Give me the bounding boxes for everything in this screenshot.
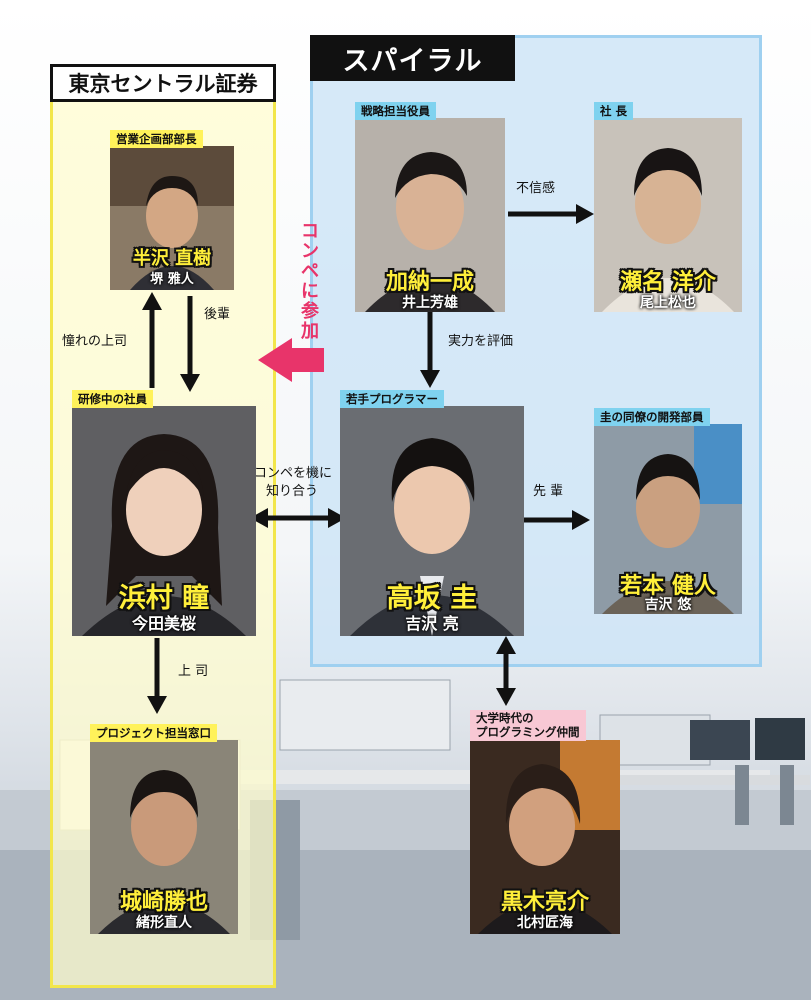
actor-name-takasaka: 吉沢 亮 bbox=[405, 614, 459, 633]
actor-name-sena: 尾上松也 bbox=[640, 295, 696, 311]
portrait-kuroki bbox=[470, 740, 620, 934]
portrait-shirosaki bbox=[90, 740, 238, 934]
portrait-hamamura bbox=[72, 406, 256, 636]
actor-name-kuroki: 北村匠海 bbox=[517, 915, 573, 931]
actor-name-shirosaki: 緒形直人 bbox=[136, 915, 192, 931]
actor-name-hanzawa: 堺 雅人 bbox=[150, 272, 194, 287]
portrait-sena bbox=[594, 118, 742, 312]
role-badge-hamamura: 研修中の社員 bbox=[72, 390, 153, 408]
role-badge-kanou: 戦略担当役員 bbox=[355, 102, 436, 120]
card-wakamoto: 圭の同僚の開発部員 若本 健人 吉沢 悠 bbox=[594, 408, 742, 614]
role-badge-wakamoto: 圭の同僚の開発部員 bbox=[594, 408, 710, 426]
compe-char: ン bbox=[301, 241, 319, 262]
edge-label-kouhai: 後輩 bbox=[204, 307, 231, 322]
character-name-shirosaki: 城崎勝也 bbox=[119, 890, 208, 915]
edge-label-senpai: 先 輩 bbox=[533, 484, 564, 499]
character-name-takasaka: 高坂 圭 bbox=[386, 583, 478, 614]
character-name-hamamura: 浜村 瞳 bbox=[118, 583, 210, 614]
role-badge-takasaka: 若手プログラマー bbox=[340, 390, 444, 408]
character-name-kanou: 加納一成 bbox=[385, 270, 474, 295]
portrait-hanzawa bbox=[110, 146, 234, 290]
edge-label-fushinkan: 不信感 bbox=[516, 181, 556, 196]
edge-label-joushi: 上 司 bbox=[178, 664, 209, 679]
character-name-sena: 瀬名 洋介 bbox=[620, 270, 716, 295]
card-hanzawa: 営業企画部部長 半沢 直樹 堺 雅人 bbox=[110, 130, 234, 290]
compe-char: に bbox=[301, 281, 319, 302]
role-badge-sena: 社 長 bbox=[594, 102, 634, 120]
character-name-wakamoto: 若本 健人 bbox=[620, 574, 716, 599]
card-sena: 社 長 瀬名 洋介 尾上松也 bbox=[594, 102, 742, 312]
role-badge-shirosaki: プロジェクト担当窓口 bbox=[90, 724, 217, 742]
actor-name-hamamura: 今田美桜 bbox=[131, 614, 196, 633]
character-name-kuroki: 黒木亮介 bbox=[500, 890, 589, 915]
compe-char: 参 bbox=[301, 301, 319, 322]
edge-label-jitsuryoku: 実力を評価 bbox=[448, 334, 514, 349]
portrait-wakamoto bbox=[594, 424, 742, 614]
role-badge-kuroki-line1: 大学時代の bbox=[476, 711, 534, 725]
compe-char: 加 bbox=[301, 321, 319, 342]
edge-label-compe-line1: コンペを機に bbox=[254, 466, 333, 481]
spiral-group-label: スパイラル bbox=[310, 35, 515, 81]
edge-label-akogare: 憧れの上司 bbox=[62, 334, 128, 349]
compe-char: コ bbox=[301, 221, 319, 242]
compe-participation-label: コ ン ペ に 参 加 bbox=[295, 222, 325, 342]
role-badge-kuroki: 大学時代の プログラミング仲間 bbox=[470, 710, 586, 741]
portrait-takasaka bbox=[340, 406, 524, 636]
character-name-hanzawa: 半沢 直樹 bbox=[132, 248, 212, 269]
edge-label-compe-line2: 知り合う bbox=[266, 484, 319, 499]
card-takasaka: 若手プログラマー 高坂 圭 吉沢 亮 bbox=[340, 390, 524, 636]
actor-name-wakamoto: 吉沢 悠 bbox=[644, 597, 692, 613]
card-kuroki: 大学時代の プログラミング仲間 黒木亮介 北村匠海 bbox=[470, 710, 620, 934]
compe-char: ペ bbox=[301, 261, 319, 282]
card-kanou: 戦略担当役員 加納一成 井上芳雄 bbox=[355, 102, 505, 312]
actor-name-kanou: 井上芳雄 bbox=[402, 295, 458, 311]
tokyo-central-group-label: 東京セントラル証券 bbox=[50, 64, 276, 102]
portrait-kanou bbox=[355, 118, 505, 312]
role-badge-kuroki-line2: プログラミング仲間 bbox=[476, 725, 580, 739]
card-shirosaki: プロジェクト担当窓口 城崎勝也 緒形直人 bbox=[90, 724, 238, 934]
card-hamamura: 研修中の社員 浜村 瞳 今田美桜 bbox=[72, 390, 256, 636]
role-badge-hanzawa: 営業企画部部長 bbox=[110, 130, 203, 148]
